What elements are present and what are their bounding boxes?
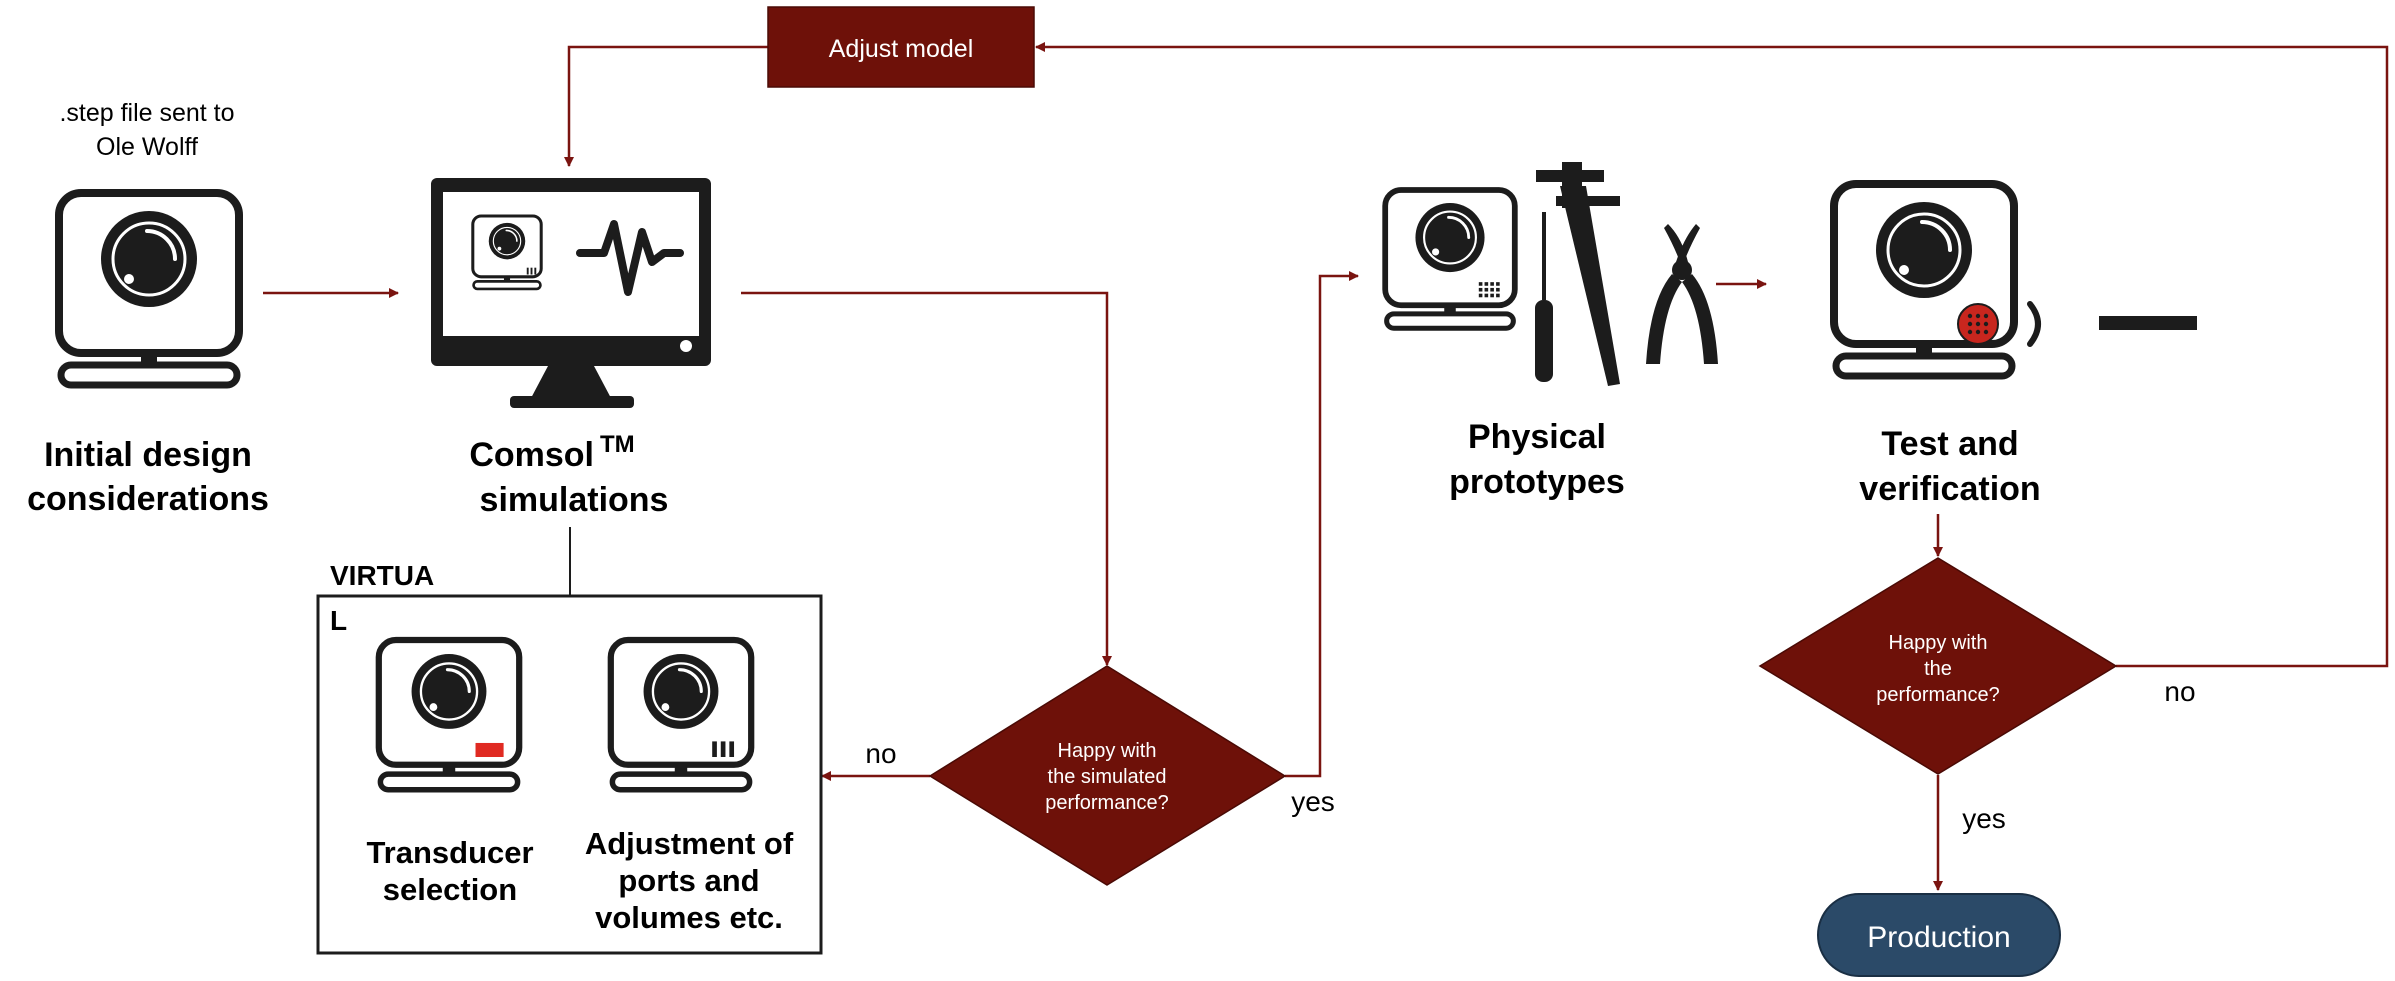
initial-design-title-line2: considerations bbox=[27, 480, 269, 518]
adjustment-title-line3: volumes etc. bbox=[595, 900, 783, 935]
decision1-text-line3: performance? bbox=[1045, 792, 1168, 814]
sound-wave-icon bbox=[2027, 301, 2041, 347]
decision2-text-line2: the bbox=[1924, 658, 1952, 680]
transducer-speaker-icon bbox=[379, 640, 519, 790]
arrow-decision1-yes bbox=[1285, 271, 1359, 778]
pliers-icon bbox=[1646, 224, 1718, 364]
physical-title-line1: Physical bbox=[1468, 418, 1606, 456]
decision1-yes-label: yes bbox=[1291, 786, 1335, 817]
adjust-model-label: Adjust model bbox=[829, 35, 974, 63]
transducer-title-line2: selection bbox=[383, 872, 517, 907]
arrow-adjust-to-comsol bbox=[564, 45, 768, 167]
virtual-group: VIRTUA L Transducer selection Adjustment… bbox=[316, 560, 823, 955]
transducer-title-line1: Transducer bbox=[366, 835, 533, 870]
screwdriver-icon bbox=[1535, 212, 1553, 382]
virtual-frame bbox=[316, 594, 823, 955]
decision2-text-line3: performance? bbox=[1876, 684, 1999, 706]
virtual-label-line2: L bbox=[330, 605, 347, 636]
test-speaker-icon bbox=[1834, 184, 2014, 376]
arrow-comsol-to-decision1 bbox=[741, 291, 1112, 666]
production-label: Production bbox=[1867, 921, 2010, 954]
physical-title-line2: prototypes bbox=[1449, 463, 1625, 501]
decision2-text-line1: Happy with bbox=[1889, 632, 1988, 654]
adjustment-speaker-icon bbox=[611, 640, 751, 790]
caliper-icon bbox=[1536, 162, 1620, 386]
decision-performance-node[interactable]: Happy with the performance? bbox=[1758, 557, 2118, 775]
prototype-speaker-icon bbox=[1385, 190, 1515, 328]
computer-monitor-icon bbox=[431, 178, 711, 408]
flow-connectors bbox=[263, 42, 2389, 891]
virtual-label-line1: VIRTUA bbox=[330, 560, 434, 591]
decision2-yes-label: yes bbox=[1962, 803, 2006, 834]
initial-design-title-line1: Initial design bbox=[44, 436, 252, 474]
decision1-text-line1: Happy with bbox=[1058, 740, 1157, 762]
step-note-line2: Ole Wolff bbox=[96, 133, 198, 161]
arrow-decision2-no bbox=[1035, 42, 2389, 668]
test-title-line1: Test and bbox=[1881, 425, 2018, 463]
adjustment-title-line1: Adjustment of bbox=[585, 826, 794, 861]
test-title-line2: verification bbox=[1859, 470, 2040, 508]
monitor-speaker-icon bbox=[471, 214, 543, 291]
step-note-line1: .step file sent to bbox=[59, 99, 234, 127]
waveform-icon bbox=[576, 220, 684, 296]
initial-design-node: .step file sent to Ole Wolff Initial des… bbox=[27, 99, 269, 518]
test-verification-node: Test and verification bbox=[1834, 184, 2197, 508]
decision1-text-line2: the simulated bbox=[1048, 766, 1167, 788]
decision1-no-label: no bbox=[865, 738, 896, 769]
physical-prototypes-node: Physical prototypes bbox=[1385, 162, 1718, 501]
decision2-no-label: no bbox=[2164, 676, 2195, 707]
adjust-model-node[interactable]: Adjust model bbox=[767, 6, 1035, 88]
measurement-bar-icon bbox=[2099, 316, 2197, 330]
production-node[interactable]: Production bbox=[1817, 893, 2061, 977]
decision-simulated-node[interactable]: Happy with the simulated performance? bbox=[928, 665, 1287, 886]
comsol-title-line2: simulations bbox=[480, 481, 669, 519]
speaker-device-icon bbox=[59, 193, 239, 385]
adjustment-title-line2: ports and bbox=[618, 863, 759, 898]
